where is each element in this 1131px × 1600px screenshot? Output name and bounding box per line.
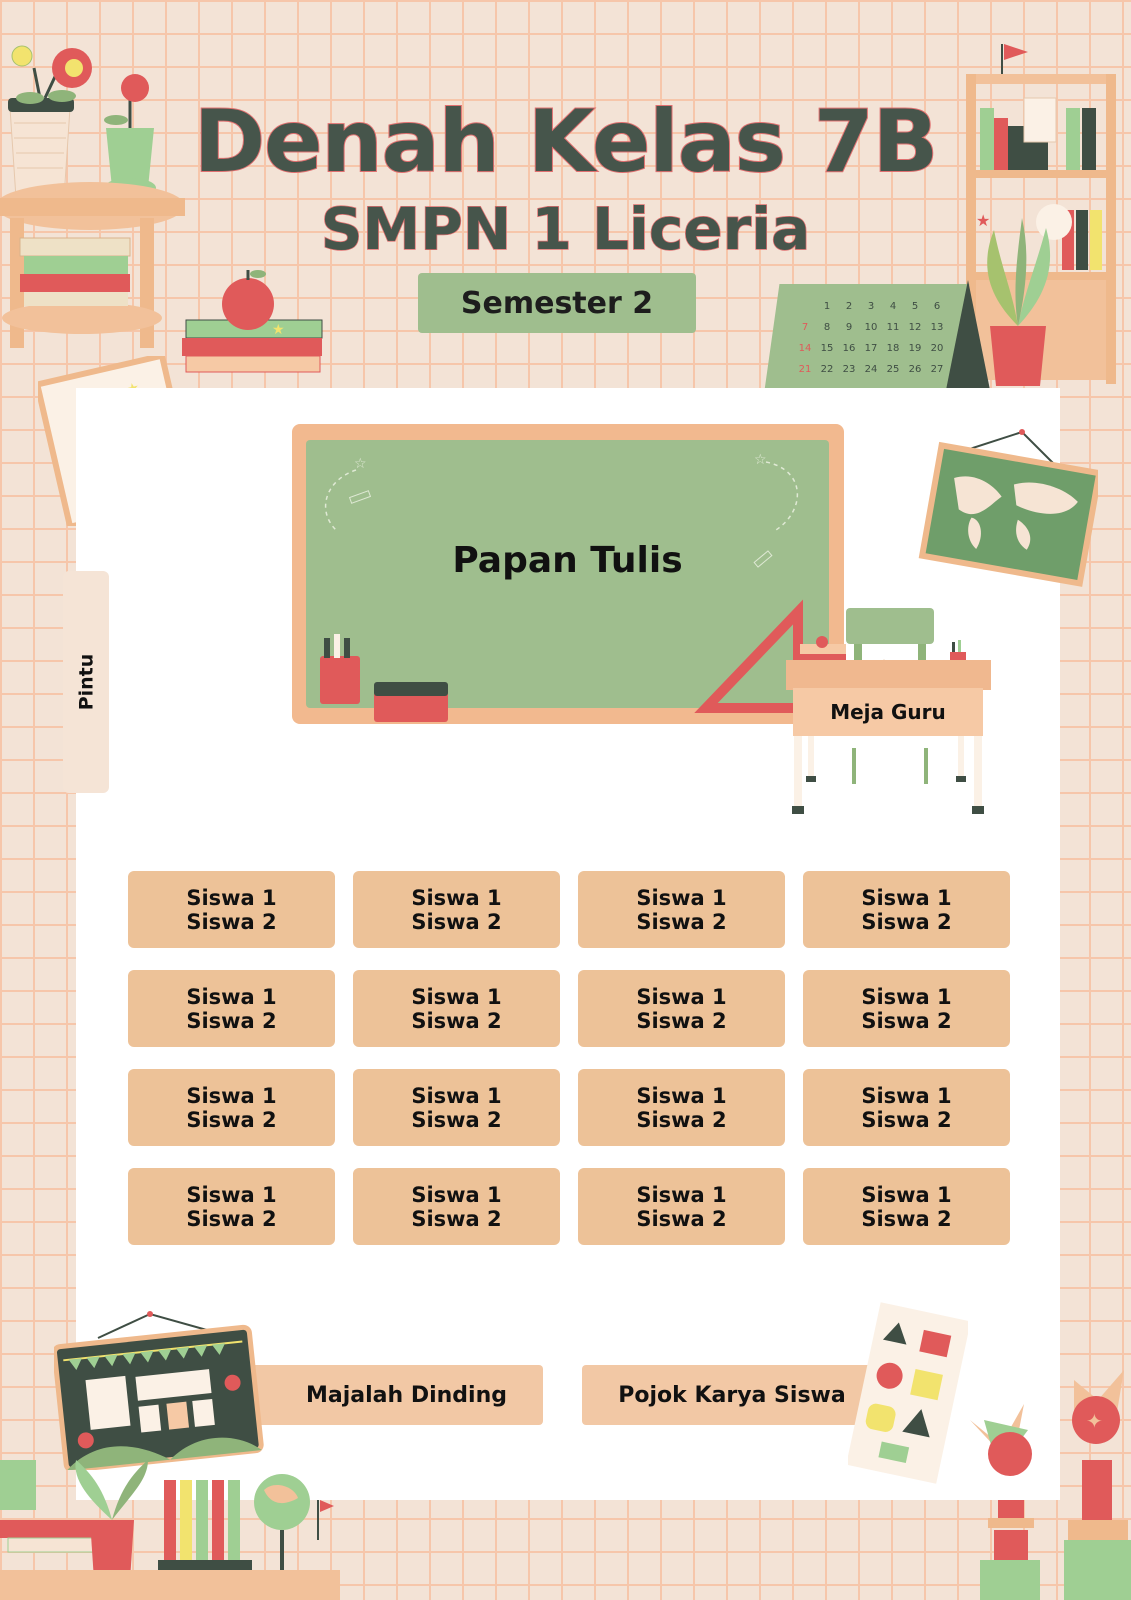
- world-map-poster: [918, 429, 1098, 587]
- whiteboard: [306, 440, 829, 708]
- semester-badge: Semester 2: [418, 273, 696, 333]
- student-name: Siswa 2: [411, 1206, 502, 1231]
- student-name: Siswa 1: [186, 984, 277, 1009]
- school-name: SMPN 1 Liceria: [320, 194, 811, 264]
- student-name: Siswa 1: [411, 984, 502, 1009]
- page-title: Denah Kelas 7B: [193, 91, 940, 193]
- board-doodles: ☆ ☆: [320, 452, 803, 722]
- board-label: Papan Tulis: [452, 540, 683, 581]
- student-name: Siswa 2: [186, 1107, 277, 1132]
- calendar-stand: [946, 280, 990, 390]
- svg-text:☆: ☆: [354, 456, 367, 472]
- svg-text:★: ★: [272, 322, 285, 338]
- student-name: Siswa 2: [186, 909, 277, 934]
- student-name: Siswa 2: [861, 909, 952, 934]
- wall-magazine-area: Majalah Dinding: [240, 1365, 543, 1425]
- student-name: Siswa 2: [636, 1107, 727, 1132]
- student-name: Siswa 1: [861, 984, 952, 1009]
- student-name: Siswa 1: [186, 1182, 277, 1207]
- door-label: Pintu: [75, 653, 98, 711]
- teacher-desk-label: Meja Guru: [830, 700, 946, 724]
- student-name: Siswa 1: [636, 1182, 727, 1207]
- student-name: Siswa 2: [186, 1008, 277, 1033]
- student-name: Siswa 1: [186, 885, 277, 910]
- potted-plant-right: ★: [976, 211, 1051, 386]
- plant-table-illustration: [0, 45, 185, 348]
- student-name: Siswa 1: [861, 1182, 952, 1207]
- wall-magazine-label: Majalah Dinding: [306, 1382, 507, 1408]
- student-name: Siswa 2: [411, 909, 502, 934]
- student-name: Siswa 1: [636, 1083, 727, 1108]
- student-name: Siswa 2: [861, 1206, 952, 1231]
- student-name: Siswa 1: [861, 885, 952, 910]
- svg-text:✦: ✦: [1086, 1409, 1103, 1433]
- semester-label: Semester 2: [460, 285, 654, 321]
- apple-books-illustration: ★: [182, 270, 323, 373]
- student-name: Siswa 2: [861, 1008, 952, 1033]
- student-work-label: Pojok Karya Siswa: [618, 1382, 846, 1408]
- student-name: Siswa 2: [636, 1206, 727, 1231]
- door: Pintu: [63, 571, 109, 793]
- student-name: Siswa 1: [411, 885, 502, 910]
- teacher-desk-top: [786, 660, 991, 690]
- student-name: Siswa 2: [411, 1107, 502, 1132]
- bottom-left-decor: [0, 1460, 340, 1600]
- teacher-desk: Meja Guru: [793, 688, 983, 736]
- desk-legs: [792, 736, 984, 814]
- bulletin-board-illustration: [54, 1311, 264, 1470]
- student-name: Siswa 1: [861, 1083, 952, 1108]
- svg-text:☆: ☆: [754, 452, 767, 468]
- student-name: Siswa 1: [186, 1083, 277, 1108]
- student-name: Siswa 1: [411, 1182, 502, 1207]
- student-name: Siswa 1: [636, 984, 727, 1009]
- trophy-decor: ✦: [970, 1370, 1131, 1600]
- student-name: Siswa 2: [186, 1206, 277, 1231]
- student-name: Siswa 1: [411, 1083, 502, 1108]
- shapes-poster: [848, 1302, 968, 1484]
- student-work-corner: Pojok Karya Siswa: [582, 1365, 882, 1425]
- svg-text:★: ★: [976, 211, 990, 230]
- student-name: Siswa 2: [636, 909, 727, 934]
- student-name: Siswa 1: [636, 885, 727, 910]
- teacher-chair: [846, 608, 934, 784]
- student-name: Siswa 2: [411, 1008, 502, 1033]
- student-name: Siswa 2: [861, 1107, 952, 1132]
- student-name: Siswa 2: [636, 1008, 727, 1033]
